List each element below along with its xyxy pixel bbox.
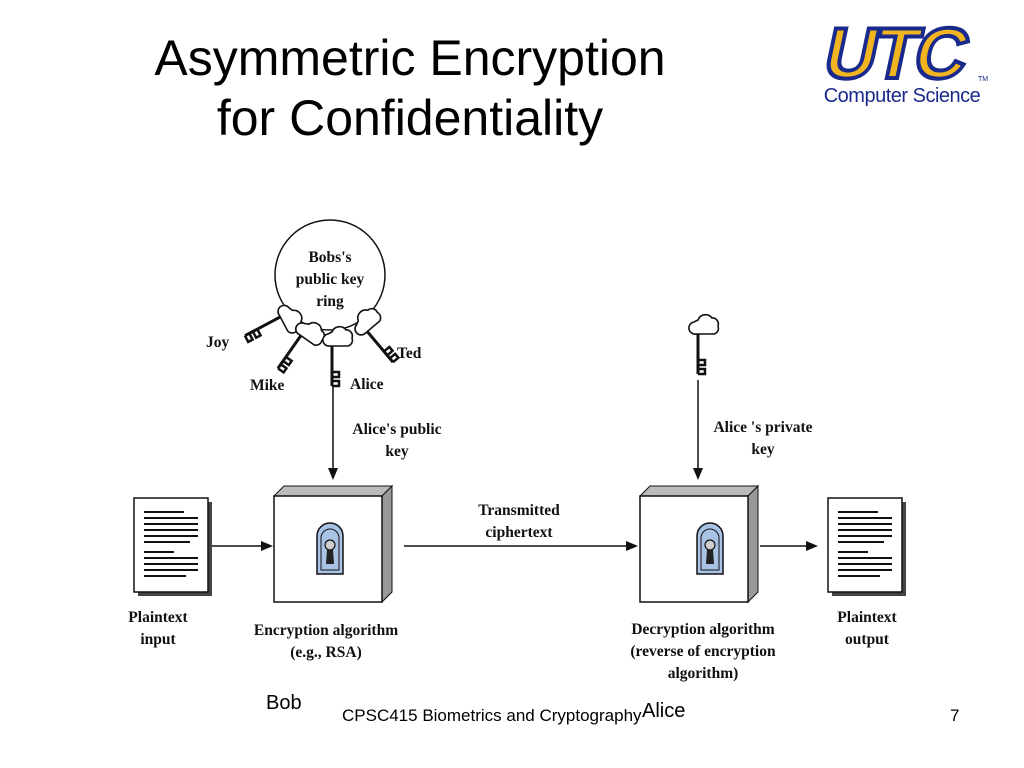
key-ring-label-2: public key [296,271,365,288]
key-ring [274,219,386,331]
transmitted-label-2: ciphertext [485,524,553,541]
alice-key-label: Alice [350,376,384,393]
title-line-2: for Confidentiality [216,90,604,146]
page-number: 7 [950,706,960,725]
plaintext-output-document [827,497,906,596]
ted-label: Ted [397,345,422,362]
decryption-label-1: Decryption algorithm [631,621,774,638]
encryption-label-2: (e.g., RSA) [290,644,361,661]
logo-subtitle: Computer Science [823,85,981,107]
key-ring-label-3: ring [316,293,344,310]
logo-trademark: TM [978,76,989,83]
public-key-label-1: Alice's public [352,421,441,438]
title-line-1: Asymmetric Encryption [154,30,666,86]
plaintext-output-label-1: Plaintext [837,609,897,626]
private-key-label-1: Alice 's private [713,419,812,436]
plaintext-input-label-2: input [140,631,176,648]
joy-label: Joy [206,334,230,351]
decryption-label-3: algorithm) [668,665,739,682]
encryption-lock-icon [316,522,344,575]
public-key-label-2: key [385,443,409,460]
utc-logo: UTC [816,12,977,96]
slide-title: Asymmetric Encryption for Confidentialit… [60,28,760,148]
mike-label: Mike [250,377,285,394]
footer-course-title: CPSC415 Biometrics and Cryptography [342,706,642,725]
plaintext-input-label-1: Plaintext [128,609,188,626]
alice-label: Alice [642,700,686,722]
mike-key-icon [268,313,331,382]
decryption-label-2: (reverse of encryption [630,643,776,660]
plaintext-output-label-2: output [845,631,890,648]
key-ring-label-1: Bobs's [308,249,351,266]
alice-public-key-icon [321,325,354,388]
plaintext-input-document [133,497,212,596]
encryption-label-1: Encryption algorithm [254,622,398,639]
bob-label: Bob [266,692,302,714]
transmitted-label-1: Transmitted [478,502,560,519]
alice-private-key-icon [687,313,720,376]
logo-letters: UTC [818,14,975,94]
private-key-label-2: key [751,441,775,458]
decryption-lock-icon [696,522,724,575]
